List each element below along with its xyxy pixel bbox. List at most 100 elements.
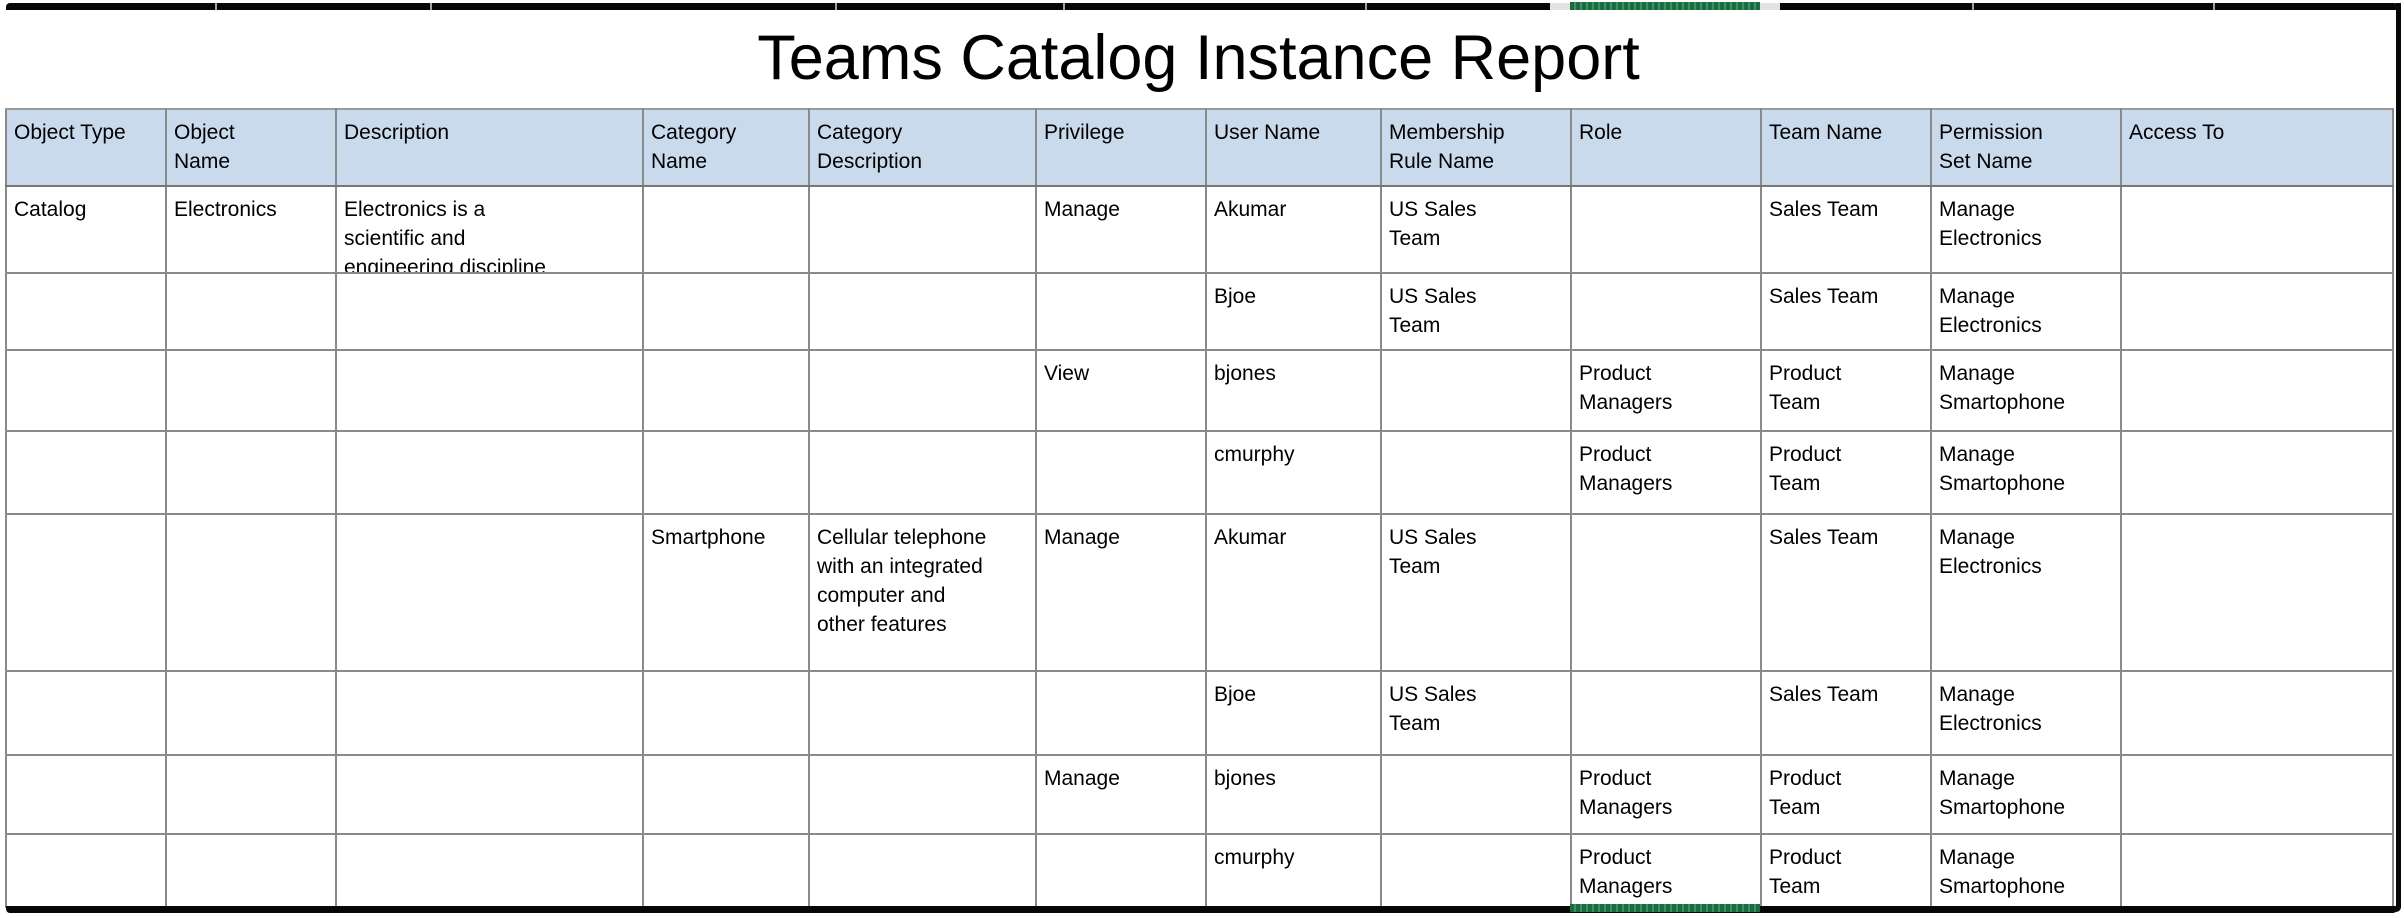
- table-cell[interactable]: [2120, 670, 2394, 756]
- table-cell[interactable]: Sales Team: [1760, 513, 1932, 672]
- table-cell[interactable]: Akumar: [1205, 513, 1382, 672]
- table-cell[interactable]: Bjoe: [1205, 670, 1382, 756]
- table-cell[interactable]: [5, 349, 167, 432]
- table-cell[interactable]: Manage Electronics: [1930, 272, 2122, 351]
- column-header-team-name[interactable]: Team Name: [1760, 108, 1932, 187]
- table-cell[interactable]: bjones: [1205, 754, 1382, 835]
- table-cell[interactable]: [808, 754, 1037, 835]
- table-cell[interactable]: Catalog: [5, 185, 167, 274]
- table-cell[interactable]: [808, 670, 1037, 756]
- table-cell[interactable]: [642, 430, 810, 515]
- table-cell[interactable]: [165, 670, 337, 756]
- table-cell[interactable]: [808, 430, 1037, 515]
- table-cell[interactable]: [335, 670, 644, 756]
- column-header-permission-set-name[interactable]: Permission Set Name: [1930, 108, 2122, 187]
- table-cell[interactable]: Product Team: [1760, 833, 1932, 908]
- column-header-object-type[interactable]: Object Type: [5, 108, 167, 187]
- table-cell[interactable]: Sales Team: [1760, 670, 1932, 756]
- table-cell[interactable]: [642, 349, 810, 432]
- table-cell[interactable]: [1380, 430, 1572, 515]
- table-cell[interactable]: [1570, 670, 1762, 756]
- table-cell[interactable]: [2120, 513, 2394, 672]
- table-cell[interactable]: cmurphy: [1205, 430, 1382, 515]
- table-cell[interactable]: US Sales Team: [1380, 185, 1572, 274]
- table-cell[interactable]: US Sales Team: [1380, 513, 1572, 672]
- table-cell[interactable]: [1380, 349, 1572, 432]
- table-cell[interactable]: [165, 513, 337, 672]
- table-cell[interactable]: Electronics: [165, 185, 337, 274]
- table-cell[interactable]: Bjoe: [1205, 272, 1382, 351]
- column-header-category-name[interactable]: Category Name: [642, 108, 810, 187]
- table-cell[interactable]: [5, 754, 167, 835]
- table-cell[interactable]: [808, 272, 1037, 351]
- column-header-object-name[interactable]: Object Name: [165, 108, 337, 187]
- table-cell[interactable]: Manage Electronics: [1930, 185, 2122, 274]
- table-cell[interactable]: [2120, 272, 2394, 351]
- table-cell[interactable]: Akumar: [1205, 185, 1382, 274]
- table-cell[interactable]: [2120, 430, 2394, 515]
- table-cell[interactable]: [2120, 754, 2394, 835]
- table-cell[interactable]: Manage Electronics: [1930, 513, 2122, 672]
- table-cell[interactable]: Product Team: [1760, 754, 1932, 835]
- table-cell[interactable]: Manage Smartophone: [1930, 833, 2122, 908]
- column-header-role[interactable]: Role: [1570, 108, 1762, 187]
- column-header-membership-rule-name[interactable]: Membership Rule Name: [1380, 108, 1572, 187]
- table-cell[interactable]: Product Team: [1760, 349, 1932, 432]
- table-cell[interactable]: Manage Smartophone: [1930, 754, 2122, 835]
- table-cell[interactable]: Smartphone: [642, 513, 810, 672]
- table-cell[interactable]: Manage: [1035, 513, 1207, 672]
- table-cell[interactable]: bjones: [1205, 349, 1382, 432]
- table-cell[interactable]: [5, 430, 167, 515]
- column-header-user-name[interactable]: User Name: [1205, 108, 1382, 187]
- table-cell[interactable]: US Sales Team: [1380, 670, 1572, 756]
- table-cell[interactable]: Manage Smartophone: [1930, 349, 2122, 432]
- table-cell[interactable]: [1570, 513, 1762, 672]
- table-cell[interactable]: Manage Smartophone: [1930, 430, 2122, 515]
- table-cell[interactable]: [165, 754, 337, 835]
- table-cell[interactable]: [642, 833, 810, 908]
- table-cell[interactable]: [335, 754, 644, 835]
- table-cell[interactable]: [165, 349, 337, 432]
- table-cell[interactable]: Manage Electronics: [1930, 670, 2122, 756]
- table-cell[interactable]: [1570, 185, 1762, 274]
- table-cell[interactable]: [808, 833, 1037, 908]
- column-header-access-to[interactable]: Access To: [2120, 108, 2394, 187]
- table-cell[interactable]: [1380, 833, 1572, 908]
- table-cell[interactable]: [165, 430, 337, 515]
- column-header-description[interactable]: Description: [335, 108, 644, 187]
- table-cell[interactable]: Electronics is a scientific and engineer…: [335, 185, 644, 274]
- column-header-category-description[interactable]: Category Description: [808, 108, 1037, 187]
- table-cell[interactable]: [2120, 185, 2394, 274]
- table-cell[interactable]: Product Team: [1760, 430, 1932, 515]
- table-cell[interactable]: View: [1035, 349, 1207, 432]
- table-cell[interactable]: [165, 272, 337, 351]
- table-cell[interactable]: [5, 833, 167, 908]
- table-cell[interactable]: [335, 430, 644, 515]
- column-header-privilege[interactable]: Privilege: [1035, 108, 1207, 187]
- table-cell[interactable]: [1035, 833, 1207, 908]
- table-cell[interactable]: [335, 833, 644, 908]
- table-cell[interactable]: Product Managers: [1570, 833, 1762, 908]
- table-cell[interactable]: [5, 670, 167, 756]
- table-cell[interactable]: [335, 349, 644, 432]
- table-cell[interactable]: [335, 513, 644, 672]
- table-cell[interactable]: [808, 185, 1037, 274]
- table-cell[interactable]: [808, 349, 1037, 432]
- table-cell[interactable]: [1570, 272, 1762, 351]
- table-cell[interactable]: [5, 272, 167, 351]
- table-cell[interactable]: Cellular telephone with an integrated co…: [808, 513, 1037, 672]
- table-cell[interactable]: [165, 833, 337, 908]
- table-cell[interactable]: Product Managers: [1570, 430, 1762, 515]
- table-cell[interactable]: [642, 670, 810, 756]
- table-cell[interactable]: [1035, 670, 1207, 756]
- table-cell[interactable]: [642, 754, 810, 835]
- table-cell[interactable]: [1380, 754, 1572, 835]
- table-cell[interactable]: [642, 272, 810, 351]
- table-cell[interactable]: cmurphy: [1205, 833, 1382, 908]
- table-cell[interactable]: [2120, 833, 2394, 908]
- table-cell[interactable]: [1035, 430, 1207, 515]
- table-cell[interactable]: [5, 513, 167, 672]
- table-cell[interactable]: [642, 185, 810, 274]
- table-cell[interactable]: [2120, 349, 2394, 432]
- table-cell[interactable]: [335, 272, 644, 351]
